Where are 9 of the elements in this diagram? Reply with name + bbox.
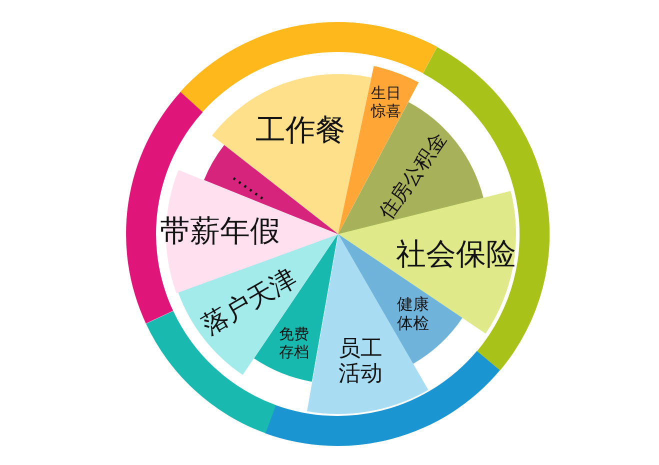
segment-label: ……	[228, 163, 274, 205]
segment-label: 工作餐	[255, 113, 346, 148]
segment-label: 员工活动	[338, 336, 384, 388]
segment-label: 社会保险	[396, 238, 516, 272]
segment-label: 健康体检	[396, 296, 430, 333]
segment-label: 生日惊喜	[370, 85, 402, 120]
segment-label: 带薪年假	[160, 214, 280, 250]
segment-label: 住房公积金	[374, 128, 451, 224]
segment-label: 免费存档	[278, 326, 310, 361]
